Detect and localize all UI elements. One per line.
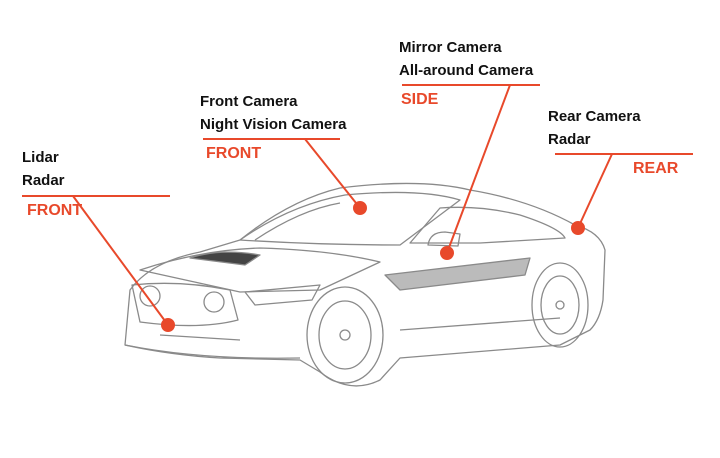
label-line: Night Vision Camera bbox=[200, 116, 347, 133]
leader-line-lidar bbox=[72, 195, 169, 326]
sensor-dot-mirror bbox=[440, 246, 454, 260]
label-line: Rear Camera bbox=[548, 108, 641, 125]
callout-front-camera-label: Front Camera Night Vision Camera bbox=[200, 90, 346, 136]
label-line: Radar bbox=[22, 172, 65, 189]
callout-lines bbox=[22, 84, 693, 332]
callout-mirror-label: Mirror Camera All-around Camera bbox=[399, 36, 533, 82]
zone-label-side: SIDE bbox=[401, 91, 439, 108]
zone-label-rear: REAR bbox=[633, 160, 679, 177]
leader-line-rear bbox=[577, 153, 613, 229]
sensor-dot-lidar bbox=[161, 318, 175, 332]
leader-line-mirror bbox=[446, 84, 511, 254]
label-line: Lidar bbox=[22, 149, 59, 166]
callout-lidar-label: Lidar Radar bbox=[22, 146, 65, 192]
label-line: Front Camera bbox=[200, 93, 298, 110]
zone-label-front: FRONT bbox=[206, 145, 262, 162]
label-line: All-around Camera bbox=[399, 62, 534, 79]
sensor-dot-front-camera bbox=[353, 201, 367, 215]
label-line: Mirror Camera bbox=[399, 39, 502, 56]
sensor-dot-rear bbox=[571, 221, 585, 235]
zone-label-front: FRONT bbox=[27, 202, 83, 219]
leader-line-front-camera bbox=[304, 138, 361, 209]
label-line: Radar bbox=[548, 131, 591, 148]
callout-rear-label: Rear Camera Radar bbox=[548, 105, 641, 151]
